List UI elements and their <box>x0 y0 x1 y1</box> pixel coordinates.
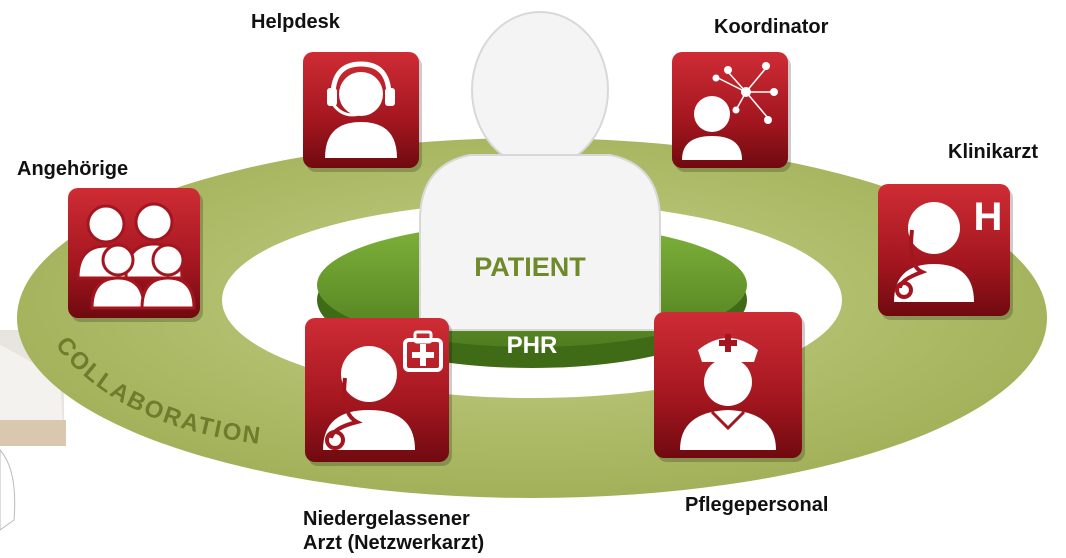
doctor-stethoscope-icon <box>894 202 974 302</box>
pflegepersonal-tile <box>654 312 805 462</box>
hospital-badge-icon: H <box>974 195 1003 239</box>
angehoerige-label: Angehörige <box>17 158 129 180</box>
family-icon <box>76 202 196 310</box>
phr-label: PHR <box>507 332 558 359</box>
helpdesk-tile <box>303 52 422 172</box>
patient-figure: PATIENT <box>419 11 661 331</box>
headset-person-icon <box>325 61 397 158</box>
network-person-icon <box>682 62 778 160</box>
koordinator-label: Koordinator <box>714 16 829 38</box>
koordinator-tile <box>672 52 791 172</box>
patient-label: PATIENT <box>474 252 586 282</box>
niedergelassener-arzt-label-line1: Niedergelassener <box>303 508 470 530</box>
niedergelassener-arzt-label-line2: Arzt (Netzwerkarzt) <box>303 532 485 554</box>
doctor-medkit-icon <box>323 330 443 450</box>
klinikarzt-label: Klinikarzt <box>948 141 1039 163</box>
helpdesk-label: Helpdesk <box>251 11 340 33</box>
pflegepersonal-label: Pflegepersonal <box>685 494 829 516</box>
angehoerige-tile <box>68 188 203 322</box>
nurse-icon <box>680 334 776 450</box>
klinikarzt-tile: H <box>878 184 1013 320</box>
niedergelassener-arzt-tile <box>305 318 452 466</box>
